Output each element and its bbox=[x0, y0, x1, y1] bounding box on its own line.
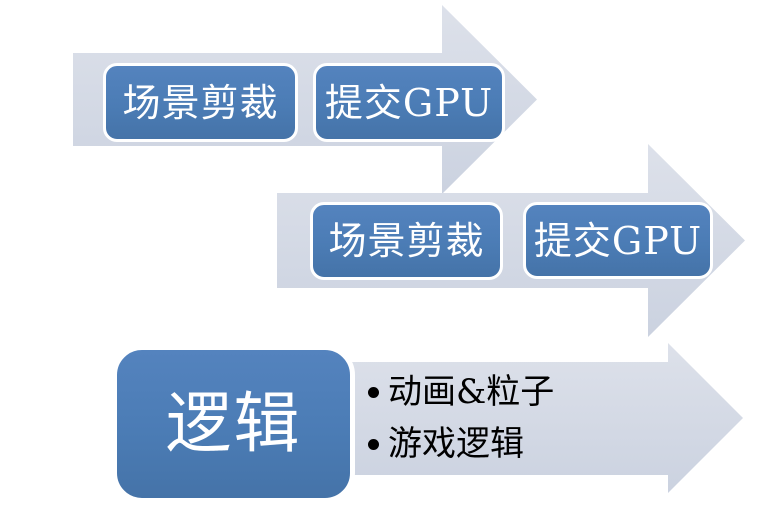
logic-block: 逻辑 bbox=[112, 345, 355, 503]
process-arrow-bottom bbox=[350, 343, 743, 493]
step-scene-culling-top: 场景剪裁 bbox=[103, 63, 298, 142]
logic-bullet-list: 动画&粒子 游戏逻辑 bbox=[362, 363, 554, 473]
logic-block-title: 逻辑 bbox=[165, 385, 302, 462]
bullet-dot bbox=[368, 438, 379, 450]
step-submit-gpu-middle: 提交GPU bbox=[523, 202, 713, 279]
step-label: 场景剪裁 bbox=[328, 219, 485, 263]
bullet-dot bbox=[368, 386, 379, 398]
step-label: 提交GPU bbox=[533, 218, 703, 263]
step-label: 场景剪裁 bbox=[122, 80, 279, 125]
bullet-item-animation-particles: 动画&粒子 bbox=[362, 369, 554, 415]
step-label: 提交GPU bbox=[324, 80, 494, 125]
bullet-text: 游戏逻辑 bbox=[388, 424, 524, 464]
step-submit-gpu-top: 提交GPU bbox=[313, 63, 505, 142]
process-arrow-middle bbox=[277, 144, 745, 337]
bullet-text: 动画&粒子 bbox=[388, 372, 555, 412]
step-scene-culling-middle: 场景剪裁 bbox=[310, 202, 503, 280]
bullet-item-game-logic: 游戏逻辑 bbox=[362, 421, 554, 467]
process-arrow-top bbox=[73, 5, 537, 194]
